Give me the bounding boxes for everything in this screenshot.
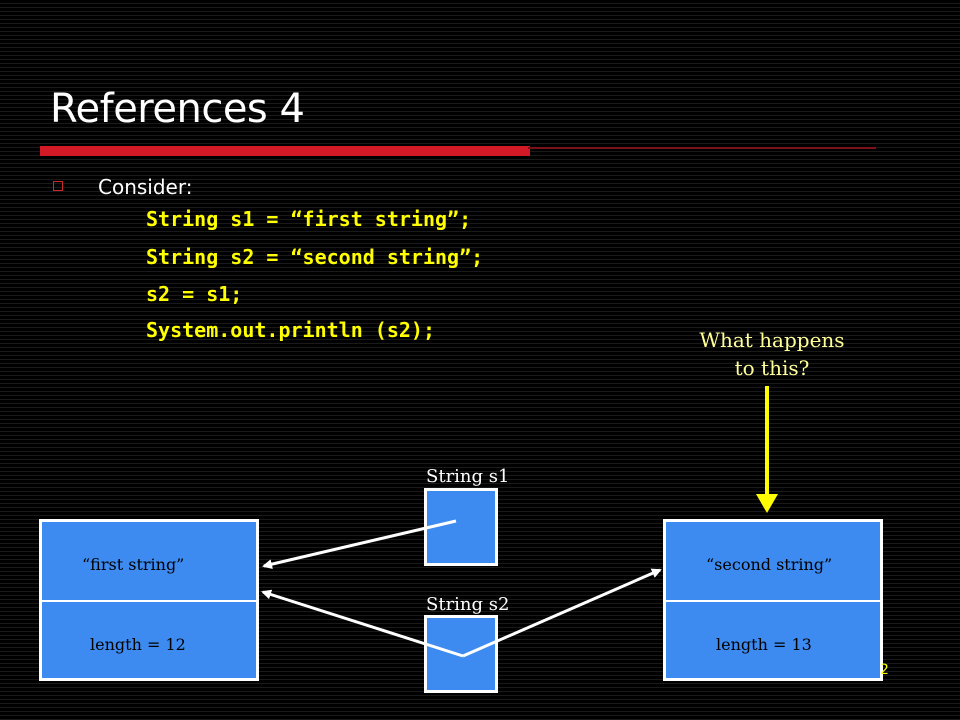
object1-length: length = 12 [90, 635, 186, 654]
object2-length: length = 13 [716, 635, 812, 654]
annotation-text: What happens to this? [660, 326, 884, 382]
object1-divider [39, 600, 259, 602]
arrow-s2-to-second [462, 568, 662, 658]
bullet-consider: Consider: [98, 175, 193, 199]
arrow-s2-to-first [261, 589, 464, 658]
var-s2-label: String s2 [426, 594, 510, 615]
code-line-4: System.out.println (s2); [146, 318, 435, 342]
code-line-3: s2 = s1; [146, 282, 243, 306]
code-line-1: String s1 = “first string”; [146, 207, 472, 231]
annotation-line-2: to this? [734, 356, 810, 380]
annotation-line-1: What happens [699, 328, 845, 352]
arrow-s1-to-first [262, 519, 457, 570]
var-s1-label: String s1 [426, 466, 510, 487]
title-underline [40, 146, 530, 156]
arrow-what-happens-head [756, 494, 778, 513]
code-line-2: String s2 = “second string”; [146, 245, 484, 269]
object1-value: “first string” [82, 555, 185, 574]
bullet-square-icon [53, 181, 63, 191]
object2-value: “second string” [706, 555, 833, 574]
page-number: 2 [880, 662, 889, 678]
title-underline-thin [528, 147, 876, 149]
slide-title: References 4 [50, 86, 305, 132]
object2-divider [663, 600, 883, 602]
